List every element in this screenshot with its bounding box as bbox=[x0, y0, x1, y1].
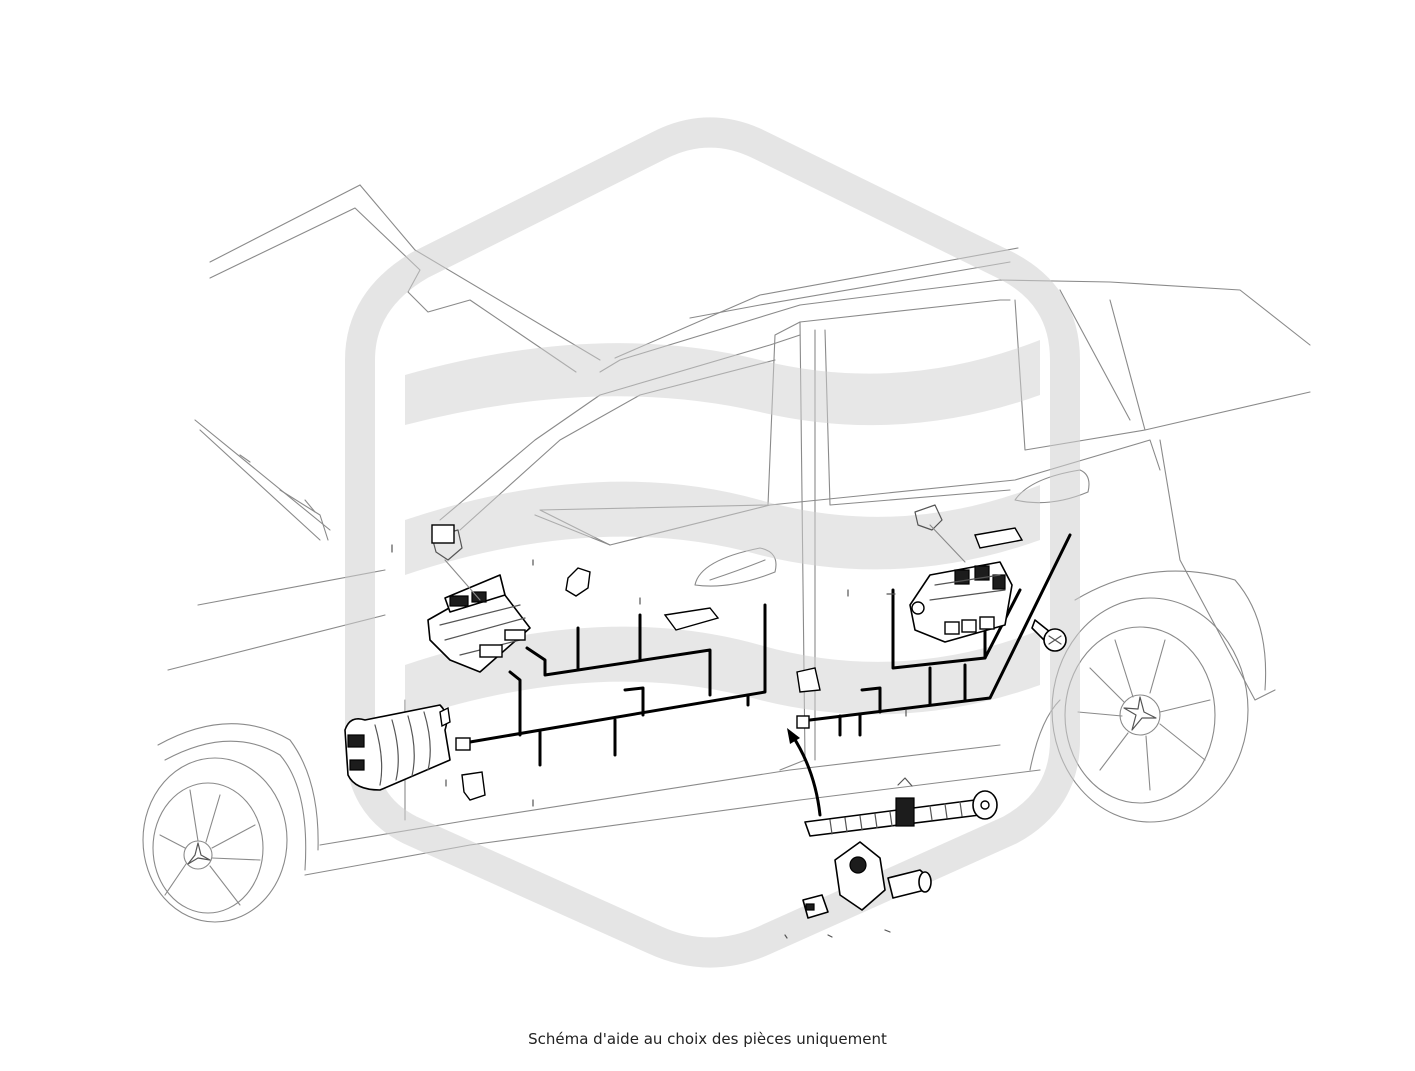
dash-marks bbox=[391, 544, 907, 939]
hexagon-logo-watermark bbox=[345, 117, 1080, 968]
bolt-icon bbox=[1031, 619, 1067, 652]
pointer-arrow bbox=[787, 728, 822, 817]
front-wheel bbox=[142, 757, 288, 923]
door-check-strap bbox=[804, 777, 998, 837]
diagram-caption: Schéma d'aide au choix des pièces unique… bbox=[528, 1030, 887, 1048]
door-clips bbox=[455, 527, 1024, 801]
door-sensor bbox=[802, 841, 932, 919]
rear-door-control-module bbox=[909, 504, 1013, 643]
wiring-boot bbox=[344, 704, 451, 791]
front-door-control-module bbox=[427, 524, 531, 673]
